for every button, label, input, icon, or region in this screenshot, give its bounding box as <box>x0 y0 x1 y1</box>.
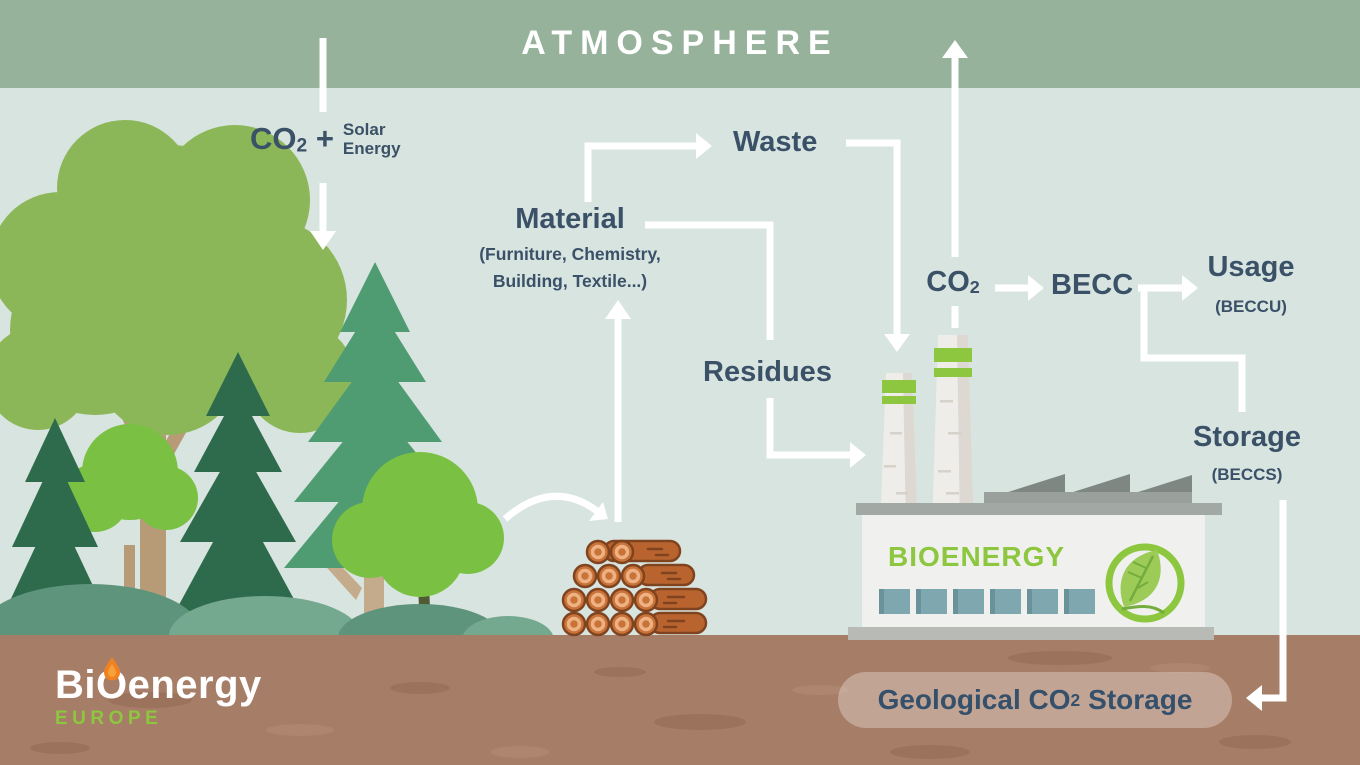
factory-windows <box>879 589 1095 614</box>
arrow-residues-to-plant <box>645 221 866 468</box>
ground <box>0 635 1360 765</box>
label-beccu: (BECCU) <box>1215 297 1287 316</box>
label-residues: Residues <box>703 356 832 388</box>
factory-base <box>848 627 1214 640</box>
deciduous-tree-small <box>332 452 504 632</box>
label-material: Material <box>515 203 625 235</box>
label-waste: Waste <box>733 126 818 158</box>
arrow-co2-to-becc <box>995 275 1044 301</box>
factory-building <box>848 335 1222 640</box>
label-becc: BECC <box>1051 269 1134 301</box>
label-beccs: (BECCS) <box>1211 465 1283 484</box>
arrow-trees-to-logs <box>502 492 608 522</box>
arrow-waste-to-plant <box>846 139 910 352</box>
chimney-right <box>932 335 974 530</box>
logo-region: EUROPE <box>55 708 163 729</box>
arrow-co2-solar-down <box>310 38 336 250</box>
label-co2-emission: CO2 <box>926 266 980 298</box>
co2-formula: CO2 + <box>250 120 334 157</box>
label-material-examples: (Furniture, Chemistry, Building, Textile… <box>479 244 661 291</box>
arrow-becc-to-storage <box>1140 288 1246 412</box>
deciduous-tree-large <box>0 120 355 636</box>
atmosphere-title: ATMOSPHERE <box>521 24 839 62</box>
factory-roof <box>856 474 1222 515</box>
arrow-material-to-waste <box>584 133 712 202</box>
leaf-badge-icon <box>1105 543 1185 623</box>
label-storage: Storage <box>1193 421 1301 453</box>
flow-arrows <box>310 38 1287 711</box>
log-pile <box>561 539 708 637</box>
bioenergy-sign: BIOENERGY <box>888 541 1066 572</box>
flame-icon <box>103 657 120 681</box>
chimney-left <box>880 373 918 530</box>
label-co2-solar-energy: CO2 + Solar Energy <box>250 120 401 158</box>
arrow-logs-to-material <box>605 300 631 522</box>
arrow-storage-to-geological <box>1246 500 1287 711</box>
arrow-plant-to-atmosphere <box>942 40 968 328</box>
header-band: ATMOSPHERE <box>0 0 1360 88</box>
label-usage: Usage <box>1207 251 1295 283</box>
solar-energy-text: Solar Energy <box>342 120 401 158</box>
forest-illustration <box>0 120 554 684</box>
